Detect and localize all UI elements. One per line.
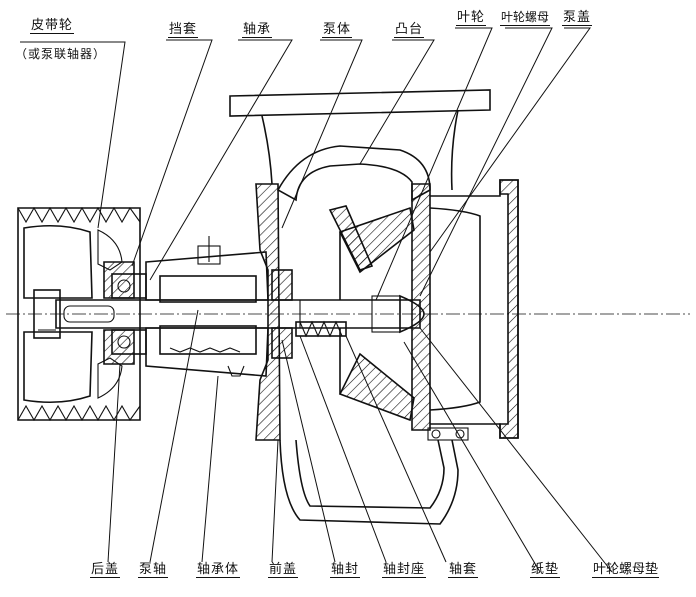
label-shield: 挡套	[168, 22, 199, 38]
label-bearing: 轴承	[242, 22, 273, 38]
label-nut-washer: 叶轮螺母垫	[592, 562, 660, 578]
label-pump-body: 泵体	[322, 22, 353, 38]
pump-body-shape	[229, 89, 491, 525]
label-gasket: 纸垫	[530, 562, 561, 578]
rear-cover-shape	[103, 261, 147, 365]
label-pulley: 皮带轮	[30, 18, 75, 34]
pump-cover-shape	[427, 179, 519, 441]
label-seal-seat: 轴封座	[382, 562, 427, 578]
label-pump-shaft: 泵轴	[138, 562, 169, 578]
label-rear-cover: 后盖	[90, 562, 121, 578]
label-pump-cover: 泵盖	[562, 10, 593, 26]
leader-lines	[20, 27, 613, 573]
label-boss: 凸台	[394, 22, 425, 38]
bearing-body-shape	[145, 236, 269, 377]
label-sleeve: 轴套	[448, 562, 479, 578]
label-impeller: 叶轮	[456, 10, 487, 26]
label-shaft-seal: 轴封	[330, 562, 361, 578]
impeller-shape	[338, 206, 425, 422]
label-impeller-nut: 叶轮螺母	[500, 10, 551, 26]
pulley-shape	[17, 206, 141, 422]
seal-shape	[271, 269, 347, 359]
label-front-cover: 前盖	[268, 562, 299, 578]
label-bearing-body: 轴承体	[196, 562, 241, 578]
label-pulley-note: （或泵联轴器）	[15, 47, 107, 61]
